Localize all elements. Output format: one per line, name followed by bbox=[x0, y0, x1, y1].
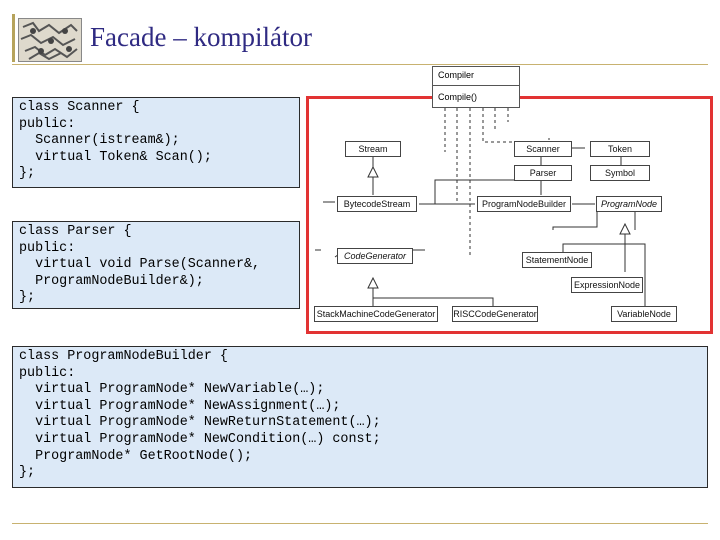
stack-machine-code-generator-class-box: StackMachineCodeGenerator bbox=[314, 306, 438, 322]
parser-code-block: class Parser { public: virtual void Pars… bbox=[12, 221, 300, 309]
symbol-class-box: Symbol bbox=[590, 165, 650, 181]
facade-boundary-frame bbox=[306, 96, 713, 334]
program-node-class-box: ProgramNode bbox=[596, 196, 662, 212]
uml-class-diagram: Compiler Compile() Stream Scanner Token … bbox=[305, 62, 713, 334]
compiler-class-box: Compiler Compile() bbox=[432, 66, 520, 108]
program-node-builder-class-box: ProgramNodeBuilder bbox=[477, 196, 571, 212]
bytecode-stream-class-box: BytecodeStream bbox=[337, 196, 417, 212]
risc-code-generator-class-box: RISCCodeGenerator bbox=[452, 306, 538, 322]
program-node-builder-code-block: class ProgramNodeBuilder { public: virtu… bbox=[12, 346, 708, 488]
token-class-box: Token bbox=[590, 141, 650, 157]
compiler-class-name: Compiler bbox=[438, 70, 475, 80]
title-accent-bar bbox=[12, 14, 15, 62]
logo-image bbox=[18, 18, 82, 62]
code-generator-class-box: CodeGenerator bbox=[337, 248, 413, 264]
variable-node-class-box: VariableNode bbox=[611, 306, 677, 322]
expression-node-class-box: ExpressionNode bbox=[571, 277, 643, 293]
footer-rule bbox=[12, 523, 708, 524]
stream-class-box: Stream bbox=[345, 141, 401, 157]
compiler-operation: Compile() bbox=[438, 92, 478, 102]
scanner-class-box: Scanner bbox=[514, 141, 572, 157]
statement-node-class-box: StatementNode bbox=[522, 252, 592, 268]
scanner-code-block: class Scanner { public: Scanner(istream&… bbox=[12, 97, 300, 188]
parser-class-box: Parser bbox=[514, 165, 572, 181]
compiler-box-divider bbox=[433, 85, 519, 86]
page-title: Facade – kompilátor bbox=[90, 22, 312, 52]
title-underline bbox=[12, 64, 708, 65]
